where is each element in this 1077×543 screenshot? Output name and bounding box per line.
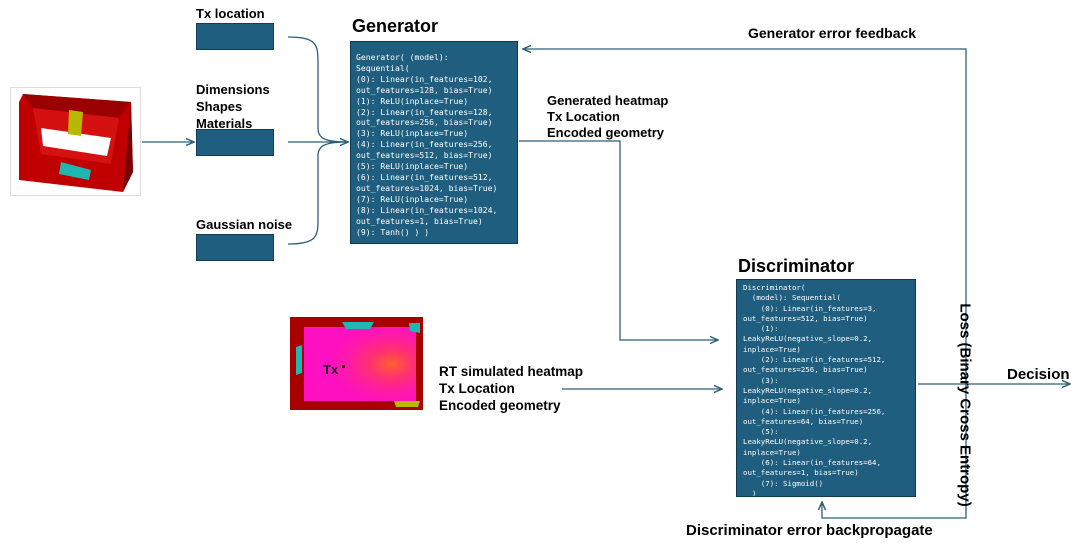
code-line: inplace=True): [743, 447, 801, 457]
generator-code-box: Generator( (model):Sequential((0): Linea…: [350, 41, 518, 244]
label-generated-tx-location: Tx Location: [547, 109, 620, 124]
code-line: out_features=256, bias=True): [743, 365, 868, 375]
code-line: (8): Linear(in_features=1024,: [356, 204, 498, 215]
input-box-noise: [196, 234, 274, 261]
code-line: out_features=64, bias=True): [743, 416, 864, 426]
discriminator-code-lines: Discriminator( (model): Sequential( (0):…: [743, 283, 915, 497]
arrow-generator-feedback: [523, 49, 967, 384]
code-line: (model): Sequential(: [743, 293, 841, 303]
label-generated-encoded-geometry: Encoded geometry: [547, 125, 665, 140]
code-line: (0): Linear(in_features=102,: [356, 73, 493, 84]
label-materials: Materials: [196, 116, 253, 131]
code-line: LeakyReLU(negative_slope=0.2,: [743, 385, 873, 395]
code-line: (2): Linear(in_features=512,: [743, 355, 886, 365]
tx-marker-label: Tx: [323, 362, 339, 377]
input-brace: [287, 36, 348, 245]
rt-heatmap-image: [290, 317, 423, 410]
label-decision: Decision: [1007, 366, 1070, 383]
code-line: (6): Linear(in_features=64,: [743, 458, 881, 468]
room-3d-icon: [19, 94, 133, 192]
code-line: ): [743, 488, 757, 497]
label-dimensions: Dimensions: [196, 82, 270, 97]
code-line: (9): Tanh() ) ): [356, 226, 430, 237]
code-line: inplace=True): [743, 344, 801, 354]
loss-label: Loss (Binary Cross Entropy): [956, 303, 974, 507]
label-rt-tx-location: Tx Location: [439, 381, 515, 396]
code-line: out_features=1, bias=True): [356, 215, 483, 226]
label-tx-location: Tx location: [196, 6, 265, 21]
label-shapes: Shapes: [196, 99, 243, 114]
code-line: Generator( (model):: [356, 52, 449, 62]
code-line: Discriminator(: [743, 283, 806, 292]
code-line: LeakyReLU(negative_slope=0.2,: [743, 334, 873, 344]
generator-title: Generator: [352, 16, 439, 36]
code-line: out_features=1, bias=True): [743, 468, 859, 478]
code-line: (4): Linear(in_features=256,: [743, 406, 886, 416]
code-line: LeakyReLU(negative_slope=0.2,: [743, 437, 873, 447]
code-line: out_features=512, bias=True): [743, 313, 868, 323]
code-line: (4): Linear(in_features=256,: [356, 139, 493, 150]
tx-marker-dot: [342, 365, 345, 368]
code-line: (1): ReLU(inplace=True): [356, 95, 469, 106]
arrow-generator-to-discriminator: [519, 140, 718, 340]
code-line: out_features=128, bias=True): [356, 84, 493, 95]
room-geometry-image: [10, 87, 141, 196]
code-line: (3):: [743, 375, 779, 385]
code-line: (3): ReLU(inplace=True): [356, 128, 469, 139]
label-rt-encoded-geometry: Encoded geometry: [439, 398, 561, 413]
label-generator-error-feedback: Generator error feedback: [748, 25, 917, 41]
code-line: (2): Linear(in_features=128,: [356, 106, 493, 117]
discriminator-code-box: Discriminator( (model): Sequential( (0):…: [736, 279, 916, 497]
code-line: (7): ReLU(inplace=True): [356, 193, 469, 204]
code-line: (7): Sigmoid(): [743, 478, 824, 488]
code-line: out_features=256, bias=True): [356, 117, 493, 128]
code-line: (1):: [743, 324, 779, 334]
code-line: out_features=512, bias=True): [356, 150, 493, 161]
code-line: (5): ReLU(inplace=True): [356, 161, 469, 172]
generator-code-lines: Generator( (model):Sequential((0): Linea…: [356, 52, 517, 237]
input-box-geometry: [196, 129, 274, 156]
code-line: (6): Linear(in_features=512,: [356, 171, 493, 182]
discriminator-title: Discriminator: [738, 256, 855, 276]
arrow-discriminator-feedback: [822, 384, 967, 519]
label-gaussian-noise: Gaussian noise: [196, 217, 293, 232]
label-rt-simulated-heatmap: RT simulated heatmap: [439, 364, 584, 379]
code-line: out_features=1024, bias=True): [356, 182, 498, 193]
input-box-tx-location: [196, 23, 274, 50]
code-line: (5):: [743, 427, 779, 437]
code-line: Sequential(: [356, 62, 410, 73]
label-generated-heatmap: Generated heatmap: [547, 93, 669, 108]
code-line: inplace=True): [743, 396, 801, 406]
code-line: (0): Linear(in_features=3,: [743, 303, 877, 313]
heatmap-icon: [290, 317, 423, 410]
label-discriminator-error-backpropagate: Discriminator error backpropagate: [686, 522, 933, 539]
loss-label-container: Loss (Binary Cross Entropy): [955, 290, 975, 520]
